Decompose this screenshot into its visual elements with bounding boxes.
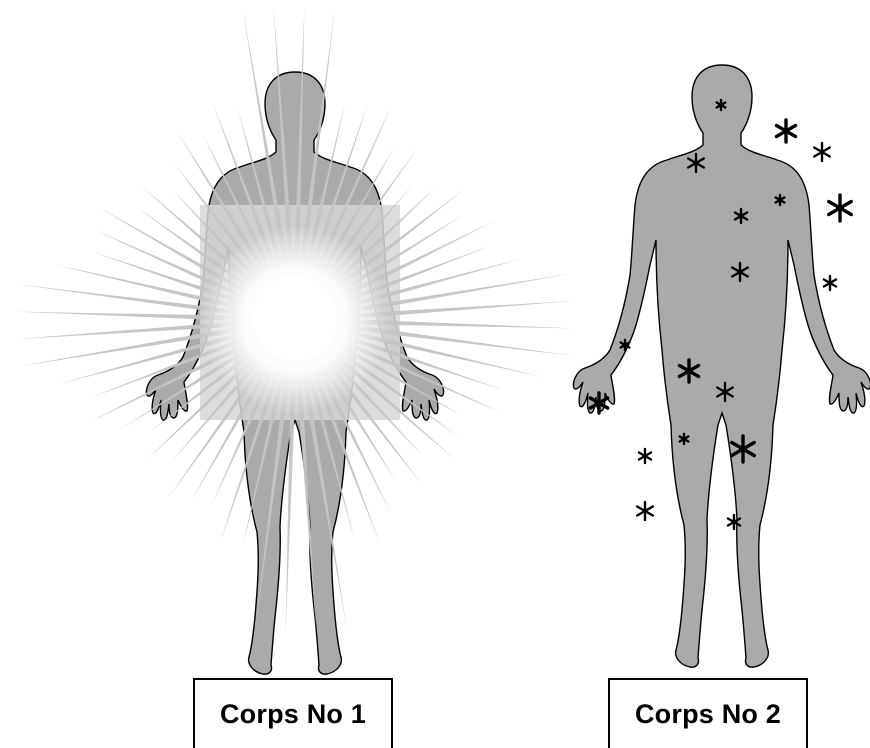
- star-icon: [637, 502, 653, 520]
- star-icon: [776, 120, 795, 142]
- label-box-corps-2: Corps No 2: [608, 678, 808, 748]
- glow-core: [253, 276, 337, 360]
- star-icon: [639, 449, 651, 463]
- corps-1-label: Corps No 1: [220, 699, 366, 730]
- figure-radiant: [15, 5, 575, 674]
- star-icon: [824, 276, 836, 290]
- star-icon: [829, 195, 852, 221]
- figure-stars: [573, 65, 870, 667]
- star-icon: [814, 143, 830, 161]
- label-box-corps-1: Corps No 1: [193, 678, 393, 748]
- corps-2-label: Corps No 2: [635, 699, 781, 730]
